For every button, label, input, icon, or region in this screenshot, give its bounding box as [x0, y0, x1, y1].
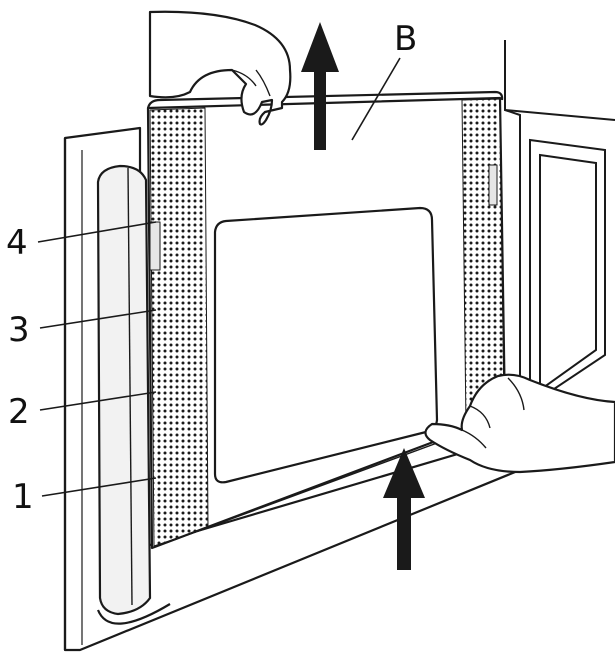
callout-leaders — [37, 57, 401, 497]
leader-line-3 — [39, 309, 157, 329]
callout-label-b: B — [394, 19, 418, 59]
left-perforated-strip — [149, 107, 209, 547]
leader-line-1 — [41, 477, 157, 497]
leader-line-b — [351, 57, 401, 141]
callout-label-4: 4 — [6, 223, 28, 263]
leader-line-4 — [37, 221, 157, 243]
bottom-hand — [424, 373, 615, 474]
leader-line-2 — [39, 391, 157, 411]
top-hand — [148, 10, 292, 126]
viewing-window — [213, 206, 439, 484]
arrow-up-icon — [383, 448, 425, 570]
door-handle — [96, 164, 171, 625]
callout-label-1: 1 — [12, 477, 34, 517]
callout-label-2: 2 — [8, 392, 30, 432]
callout-label-3: 3 — [8, 310, 30, 350]
oven-cavity — [504, 40, 615, 441]
arrow-up-icon — [301, 22, 339, 150]
